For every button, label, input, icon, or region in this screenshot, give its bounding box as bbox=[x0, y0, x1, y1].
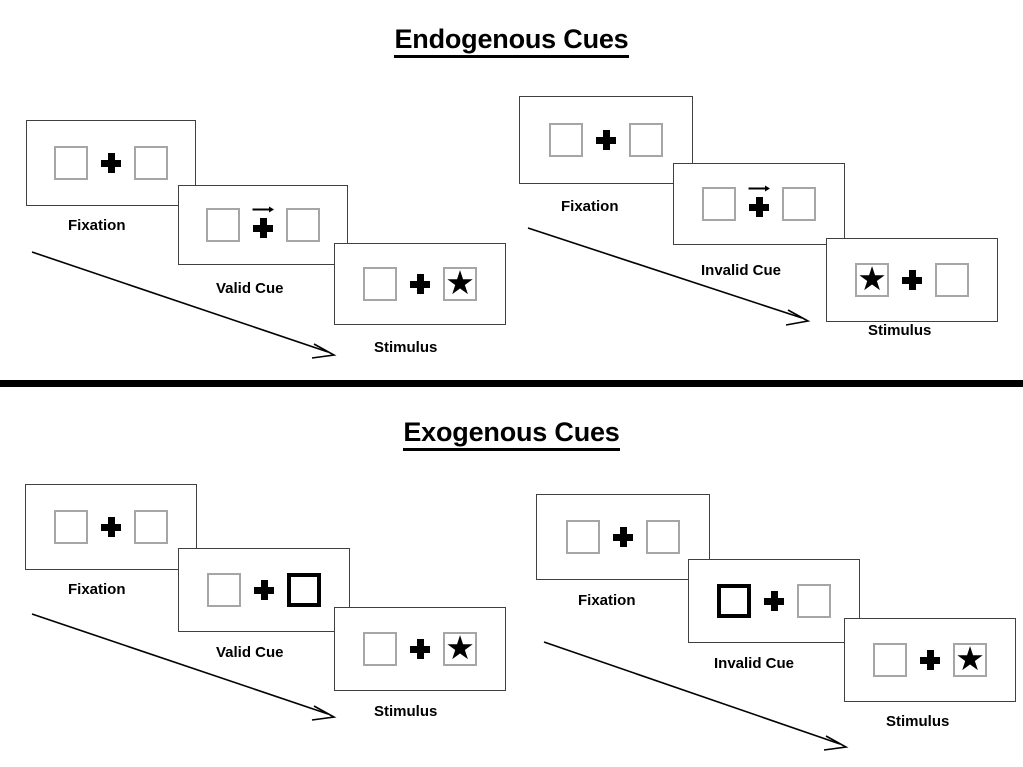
box-left bbox=[702, 187, 736, 221]
section-title-endogenous: Endogenous Cues bbox=[0, 24, 1023, 58]
box-right bbox=[797, 584, 831, 618]
box-left bbox=[549, 123, 583, 157]
fixation-cross-icon bbox=[907, 643, 953, 677]
caption-endogenous-invalid-fixation: Fixation bbox=[561, 198, 619, 215]
caption-exogenous-invalid-stimulus: Stimulus bbox=[886, 713, 950, 730]
box-right bbox=[629, 123, 663, 157]
fixation-cross-icon bbox=[889, 263, 935, 297]
panel-inner: ★ bbox=[363, 264, 477, 302]
cross-horizontal-bar bbox=[101, 523, 121, 531]
box-right-with-star: ★ bbox=[953, 640, 987, 678]
panel-inner bbox=[207, 573, 321, 607]
panel-exogenous-invalid-cue[interactable] bbox=[688, 559, 860, 643]
box-right-cued bbox=[287, 573, 321, 607]
panel-inner bbox=[717, 584, 831, 618]
cross-horizontal-bar bbox=[253, 224, 273, 232]
panel-exogenous-invalid-fixation[interactable] bbox=[536, 494, 710, 580]
panel-inner: ★ bbox=[363, 629, 477, 667]
panel-endogenous-valid-stimulus[interactable]: ★ bbox=[334, 243, 506, 325]
section-divider bbox=[0, 380, 1023, 387]
caption-exogenous-valid-cue: Valid Cue bbox=[216, 644, 284, 661]
box-right bbox=[134, 146, 168, 180]
fixation-cross-icon bbox=[88, 146, 134, 180]
box-right bbox=[782, 187, 816, 221]
panel-inner bbox=[54, 510, 168, 544]
section-title-exogenous-text: Exogenous Cues bbox=[403, 417, 620, 451]
box-right bbox=[286, 208, 320, 242]
star-icon: ★ bbox=[445, 264, 475, 302]
fixation-cross-icon bbox=[600, 520, 646, 554]
box-right bbox=[935, 263, 969, 297]
panel-inner bbox=[54, 146, 168, 180]
panel-inner bbox=[549, 123, 663, 157]
panel-inner: ★ bbox=[873, 640, 987, 678]
box-left-cued bbox=[717, 584, 751, 618]
panel-exogenous-valid-stimulus[interactable]: ★ bbox=[334, 607, 506, 691]
box-left bbox=[54, 510, 88, 544]
caption-endogenous-invalid-stimulus: Stimulus bbox=[868, 322, 932, 339]
fixation-cross-icon bbox=[397, 632, 443, 666]
box-left bbox=[206, 208, 240, 242]
time-flow-arrow-endogenous-valid bbox=[31, 251, 337, 359]
fixation-cross-icon bbox=[397, 267, 443, 301]
box-left-with-star: ★ bbox=[855, 260, 889, 298]
fixation-cross-icon bbox=[88, 510, 134, 544]
panel-endogenous-valid-cue[interactable] bbox=[178, 185, 348, 265]
box-right-with-star: ★ bbox=[443, 629, 477, 667]
box-left bbox=[207, 573, 241, 607]
box-right bbox=[134, 510, 168, 544]
panel-exogenous-valid-fixation[interactable] bbox=[25, 484, 197, 570]
box-right-with-star: ★ bbox=[443, 264, 477, 302]
box-left bbox=[363, 632, 397, 666]
caption-endogenous-valid-fixation: Fixation bbox=[68, 217, 126, 234]
cross-horizontal-bar bbox=[410, 645, 430, 653]
section-title-exogenous: Exogenous Cues bbox=[0, 417, 1023, 451]
cross-horizontal-bar bbox=[101, 159, 121, 167]
panel-inner bbox=[702, 185, 816, 221]
time-flow-arrow-endogenous-invalid bbox=[527, 227, 811, 326]
cross-horizontal-bar bbox=[764, 597, 784, 605]
panel-endogenous-invalid-cue[interactable] bbox=[673, 163, 845, 245]
cross-horizontal-bar bbox=[902, 276, 922, 284]
caption-endogenous-valid-cue: Valid Cue bbox=[216, 280, 284, 297]
panel-endogenous-invalid-stimulus[interactable]: ★ bbox=[826, 238, 998, 322]
arrow-right-icon bbox=[748, 185, 770, 192]
panel-inner bbox=[566, 520, 680, 554]
cross-horizontal-bar bbox=[920, 656, 940, 664]
panel-inner: ★ bbox=[855, 260, 969, 298]
caption-exogenous-invalid-cue: Invalid Cue bbox=[714, 655, 795, 672]
cross-horizontal-bar bbox=[254, 586, 274, 594]
fixation-cross-icon bbox=[751, 584, 797, 618]
box-right bbox=[646, 520, 680, 554]
time-flow-arrow-exogenous-invalid bbox=[543, 641, 849, 751]
caption-endogenous-invalid-cue: Invalid Cue bbox=[701, 262, 782, 279]
caption-endogenous-valid-stimulus: Stimulus bbox=[374, 339, 438, 356]
star-icon: ★ bbox=[955, 640, 985, 678]
caption-exogenous-valid-stimulus: Stimulus bbox=[374, 703, 438, 720]
panel-endogenous-invalid-fixation[interactable] bbox=[519, 96, 693, 184]
caption-exogenous-valid-fixation: Fixation bbox=[68, 581, 126, 598]
arrow-right-icon bbox=[252, 206, 274, 213]
cross-horizontal-bar bbox=[613, 533, 633, 541]
panel-exogenous-invalid-stimulus[interactable]: ★ bbox=[844, 618, 1016, 702]
time-flow-arrow-exogenous-valid bbox=[31, 613, 337, 721]
panel-endogenous-valid-fixation[interactable] bbox=[26, 120, 196, 206]
box-left bbox=[54, 146, 88, 180]
cross-horizontal-bar bbox=[596, 136, 616, 144]
star-icon: ★ bbox=[857, 260, 887, 298]
section-title-endogenous-text: Endogenous Cues bbox=[394, 24, 629, 58]
fixation-cross-icon bbox=[240, 206, 286, 242]
box-left bbox=[363, 267, 397, 301]
box-left bbox=[873, 643, 907, 677]
fixation-cross-icon bbox=[583, 123, 629, 157]
cross-horizontal-bar bbox=[410, 280, 430, 288]
caption-exogenous-invalid-fixation: Fixation bbox=[578, 592, 636, 609]
cross-horizontal-bar bbox=[749, 203, 769, 211]
panel-exogenous-valid-cue[interactable] bbox=[178, 548, 350, 632]
fixation-cross-icon bbox=[241, 573, 287, 607]
fixation-cross-icon bbox=[736, 185, 782, 221]
panel-inner bbox=[206, 206, 320, 242]
box-left bbox=[566, 520, 600, 554]
star-icon: ★ bbox=[445, 629, 475, 667]
